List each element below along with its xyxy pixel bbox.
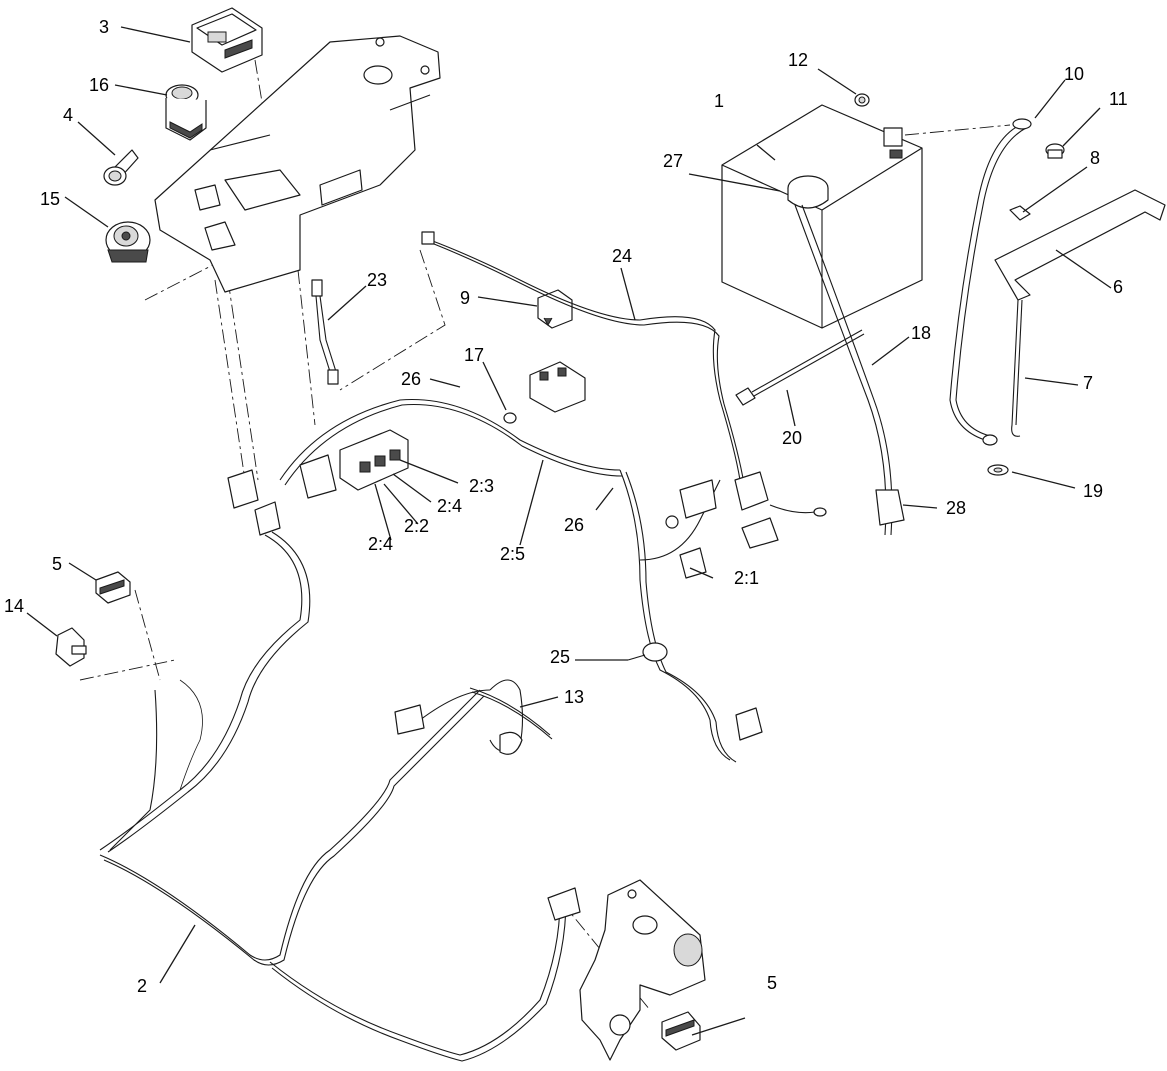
seat-switch-harness-part [469,687,553,740]
callout-2-4-right: 2:4 [437,496,462,516]
callout-12: 12 [788,50,808,70]
battery-part [721,104,923,329]
callout-26-lower: 26 [564,515,584,535]
nut-part [854,93,870,107]
callout-2-1: 2:1 [734,568,759,588]
screw-part [503,412,517,424]
callout-2-3: 2:3 [469,476,494,496]
callout-2: 2 [137,976,147,996]
callout-17: 17 [464,345,484,365]
callout-18: 18 [911,323,931,343]
callout-4: 4 [63,105,73,125]
callout-10: 10 [1064,64,1084,84]
callout-6: 6 [1113,277,1123,297]
callout-1: 1 [714,91,724,111]
callout-16: 16 [89,75,109,95]
cable-tie-part [735,329,865,406]
callout-2-2: 2:2 [404,516,429,536]
callout-7: 7 [1083,373,1093,393]
interlock-switch-lower-part [661,1011,701,1051]
hour-meter-part [191,7,263,73]
callout-5-upper: 5 [52,554,62,574]
callout-23: 23 [367,270,387,290]
callout-3: 3 [99,17,109,37]
callout-5-lower: 5 [767,973,777,993]
callout-25: 25 [550,647,570,667]
callout-26-upper: 26 [401,369,421,389]
jumper-harness-part [311,279,339,385]
relay-socket-part [529,361,586,413]
battery-harness-part [421,231,827,549]
fuse-block-part [339,429,409,491]
control-panel-plate [154,35,441,293]
callout-15: 15 [40,189,60,209]
ground-cable-part [949,118,1032,446]
main-wire-harness [99,398,737,1062]
callout-2-5: 2:5 [500,544,525,564]
callout-9: 9 [460,288,470,308]
relay-part [537,289,573,329]
j-bolt-part [1011,299,1023,437]
callout-labels: 1 2 3 4 5 5 6 7 8 9 10 11 12 13 14 15 16… [4,17,1128,996]
brake-bracket-part [579,879,706,1061]
callout-11: 11 [1109,89,1128,109]
callout-28: 28 [946,498,966,518]
callout-13: 13 [564,687,584,707]
pto-switch-part [165,84,207,141]
callout-leaders [26,26,1112,1036]
interlock-switch-upper-part [95,571,131,604]
callout-19: 19 [1083,481,1103,501]
callout-8: 8 [1090,148,1100,168]
washer-part [987,464,1009,476]
callout-20: 20 [782,428,802,448]
callout-27: 27 [663,151,683,171]
hold-down-bracket-part [994,189,1166,301]
harness-connectors [227,454,763,921]
clamp-part [627,642,668,662]
switch-bracket-part [55,627,87,667]
positive-cable-part [787,175,905,536]
callout-2-4-left: 2:4 [368,534,393,554]
callout-14: 14 [4,596,24,616]
callout-24: 24 [612,246,632,266]
bolt-part [1045,143,1065,159]
ignition-key-part [103,149,139,186]
ignition-switch-part [105,221,151,263]
wing-nut-part [1009,205,1031,221]
